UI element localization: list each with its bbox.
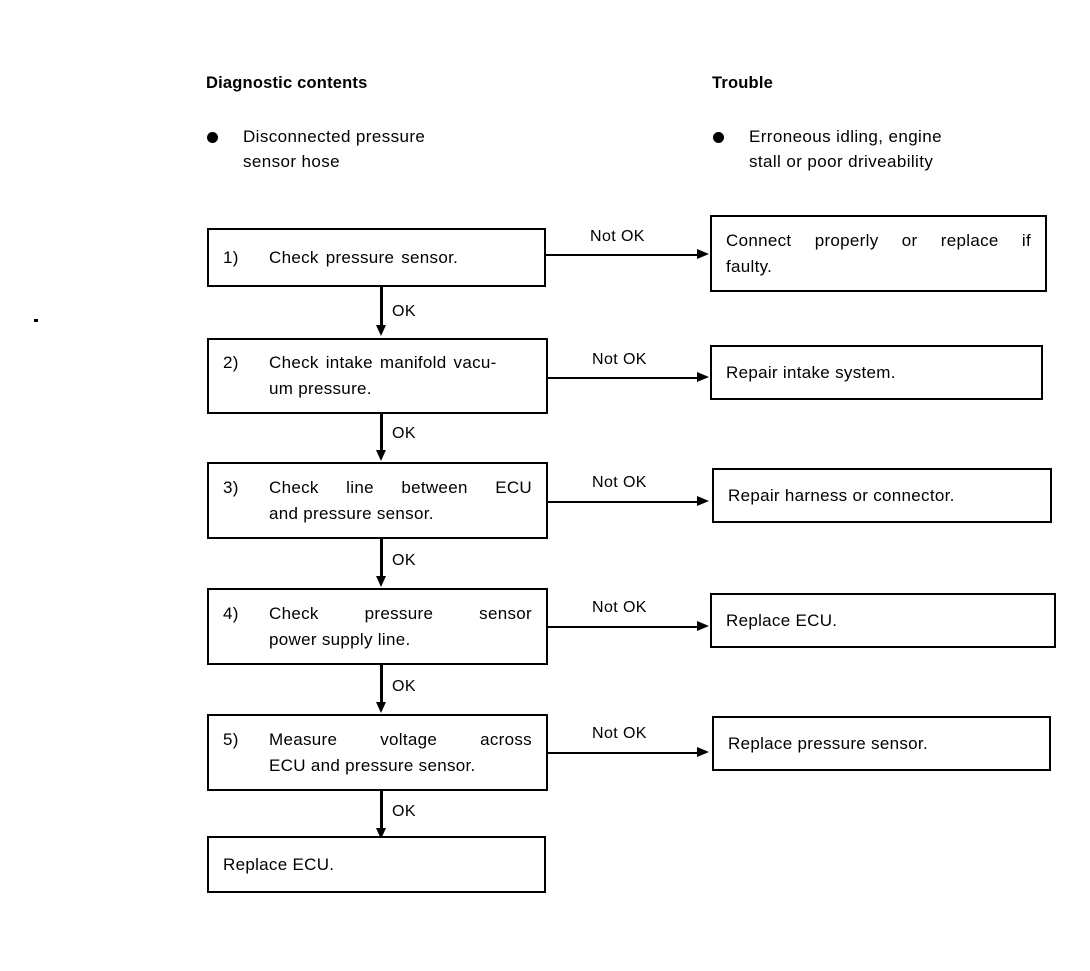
connector-ok-2 — [380, 414, 383, 452]
step-3-line-2: and pressure sensor. — [269, 503, 434, 523]
step-1-words: Check pressure sensor. — [269, 245, 530, 271]
step-4-number: 4) — [223, 603, 239, 623]
step-2-line-2: um pressure. — [269, 379, 372, 398]
trouble-box-3[interactable]: Repair harness or connector. — [712, 468, 1052, 523]
step-5-line-2: ECU and pressure sensor. — [269, 755, 476, 775]
step-box-5[interactable]: 5) Measure voltage across ECU and pressu… — [207, 714, 548, 791]
arrowhead-ok-3 — [376, 576, 386, 587]
step-2-word-2: manifold — [379, 353, 447, 372]
step-3-line-1: 3) Check line between ECU — [223, 475, 532, 501]
edge-label-ok-2: OK — [392, 425, 416, 442]
connector-ok-4 — [380, 665, 383, 704]
edge-label-ok-4: OK — [392, 678, 416, 695]
step-1-word-2: sensor. — [401, 247, 459, 267]
trouble-2-line-1: Repair intake system. — [726, 362, 896, 382]
step-5-line-1: 5) Measure voltage across — [223, 727, 532, 753]
edge-label-not-ok-3: Not OK — [592, 474, 647, 491]
arrowhead-not-ok-1 — [697, 249, 709, 259]
arrowhead-not-ok-4 — [697, 621, 709, 631]
edge-label-ok-3: OK — [392, 552, 416, 569]
edge-label-ok-1: OK — [392, 303, 416, 320]
trouble-box-2[interactable]: Repair intake system. — [710, 345, 1043, 400]
final-box-text: Replace ECU. — [223, 854, 335, 874]
trouble-1-word-3: replace — [940, 230, 999, 250]
trouble-1-word-0: Connect — [726, 230, 792, 250]
step-2-words: Check intake manifold vacu- — [269, 350, 532, 376]
step-1-number: 1) — [223, 247, 239, 267]
arrowhead-not-ok-5 — [697, 747, 709, 757]
step-1-word-0: Check — [269, 247, 319, 267]
bullet-text-right: Erroneous idling, engine stall or poor d… — [749, 127, 942, 171]
step-5-word-2: across — [480, 729, 532, 749]
arrowhead-not-ok-3 — [697, 496, 709, 506]
arrowhead-ok-5 — [376, 828, 386, 839]
connector-ok-3 — [380, 539, 383, 578]
step-box-2[interactable]: 2) Check intake manifold vacu- um pressu… — [207, 338, 548, 414]
connector-not-ok-1 — [546, 254, 698, 256]
edge-label-not-ok-2: Not OK — [592, 351, 647, 368]
step-2-line-1: 2) Check intake manifold vacu- — [223, 350, 532, 376]
step-5-word-1: voltage — [380, 729, 438, 749]
bullet-diagnostic-contents: Disconnected pressure sensor hose — [207, 124, 507, 174]
step-4-word-2: sensor — [479, 603, 532, 623]
step-box-4[interactable]: 4) Check pressure sensor power supply li… — [207, 588, 548, 665]
arrowhead-ok-2 — [376, 450, 386, 461]
arrowhead-ok-4 — [376, 702, 386, 713]
step-5-words: Measure voltage across — [269, 727, 532, 753]
final-box-replace-ecu[interactable]: Replace ECU. — [207, 836, 546, 893]
step-1-line-1: 1) Check pressure sensor. — [223, 245, 530, 271]
step-3-word-0: Check — [269, 477, 319, 497]
trouble-3-line-1: Repair harness or connector. — [728, 485, 955, 505]
step-2-word-0: Check — [269, 353, 319, 372]
step-3-words: Check line between ECU — [269, 475, 532, 501]
bullet-dot-icon — [713, 132, 724, 143]
connector-ok-1 — [380, 287, 383, 327]
step-3-number: 3) — [223, 477, 239, 497]
step-3-word-3: ECU — [495, 477, 532, 497]
step-3-word-2: between — [401, 477, 468, 497]
step-1-word-1: pressure — [325, 247, 395, 267]
trouble-box-5[interactable]: Replace pressure sensor. — [712, 716, 1051, 771]
step-box-3[interactable]: 3) Check line between ECU and pressure s… — [207, 462, 548, 539]
arrowhead-not-ok-2 — [697, 372, 709, 382]
edge-label-not-ok-1: Not OK — [590, 228, 645, 245]
connector-not-ok-5 — [548, 752, 698, 754]
arrowhead-ok-1 — [376, 325, 386, 336]
column-header-diagnostic-contents: Diagnostic contents — [206, 74, 368, 92]
trouble-box-1[interactable]: Connect properly or replace if faulty. — [710, 215, 1047, 292]
edge-label-not-ok-4: Not OK — [592, 599, 647, 616]
trouble-5-line-1: Replace pressure sensor. — [728, 733, 928, 753]
step-4-words: Check pressure sensor — [269, 601, 532, 627]
bullet-dot-icon — [207, 132, 218, 143]
trouble-1-word-4: if — [1021, 230, 1031, 250]
trouble-box-4[interactable]: Replace ECU. — [710, 593, 1056, 648]
trouble-1-word-2: or — [901, 230, 918, 250]
step-5-number: 5) — [223, 729, 239, 749]
step-2-number: 2) — [223, 353, 239, 372]
bullet-text-left: Disconnected pressure sensor hose — [243, 127, 426, 171]
step-2-word-3: vacu- — [453, 353, 497, 372]
step-4-word-0: Check — [269, 603, 319, 623]
edge-label-not-ok-5: Not OK — [592, 725, 647, 742]
trouble-1-line-2: faulty. — [726, 256, 773, 276]
step-3-word-1: line — [346, 477, 374, 497]
edge-label-ok-5: OK — [392, 803, 416, 820]
connector-not-ok-4 — [548, 626, 698, 628]
trouble-1-line-1: Connect properly or replace if — [726, 228, 1031, 254]
step-4-line-2: power supply line. — [269, 629, 411, 649]
step-4-word-1: pressure — [364, 603, 434, 623]
step-5-word-0: Measure — [269, 729, 338, 749]
step-box-1[interactable]: 1) Check pressure sensor. — [207, 228, 546, 287]
step-2-word-1: intake — [325, 353, 373, 372]
trouble-1-word-1: properly — [814, 230, 879, 250]
connector-not-ok-3 — [548, 501, 698, 503]
bullet-trouble: Erroneous idling, engine stall or poor d… — [713, 124, 1043, 174]
connector-not-ok-2 — [548, 377, 698, 379]
step-4-line-1: 4) Check pressure sensor — [223, 601, 532, 627]
connector-ok-5 — [380, 791, 383, 830]
page-speck — [34, 319, 38, 322]
trouble-4-line-1: Replace ECU. — [726, 610, 838, 630]
column-header-trouble: Trouble — [712, 74, 773, 92]
